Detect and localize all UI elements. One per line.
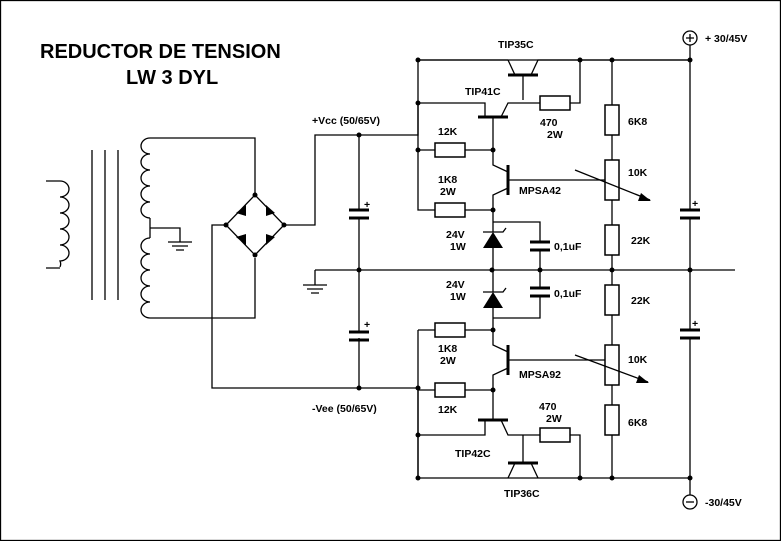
mpsa92-transistor: MPSA92: [492, 330, 605, 390]
svg-text:12K: 12K: [438, 404, 458, 416]
svg-text:+: +: [364, 199, 370, 211]
svg-text:1W: 1W: [450, 291, 466, 303]
title-line2: LW 3 DYL: [126, 67, 218, 89]
out-neg-label: -30/45V: [705, 497, 742, 509]
tip35c-transistor: TIP35C: [418, 39, 690, 100]
svg-text:470: 470: [539, 401, 557, 413]
svg-text:10K: 10K: [628, 167, 648, 179]
zener-bottom: 24V 1W: [446, 270, 507, 330]
tip41c-label: TIP41C: [465, 86, 501, 98]
capacitor-0-1uf-bottom: 0,1uF: [493, 270, 582, 319]
title-line1: REDUCTOR DE TENSION: [40, 41, 281, 63]
input-capacitor-bottom: +: [349, 319, 370, 342]
svg-text:0,1uF: 0,1uF: [554, 288, 582, 300]
tip41c-transistor: TIP41C: [418, 86, 523, 150]
tip35c-label: TIP35C: [498, 39, 534, 51]
resistor-12k-bottom: 12K: [418, 382, 493, 416]
svg-text:6K8: 6K8: [628, 417, 647, 429]
tip42c-label: TIP42C: [455, 448, 491, 460]
divider-top: 6K8 10K 22K: [574, 60, 651, 270]
svg-text:+: +: [692, 198, 698, 210]
resistor-1k8-top: 1K8 2W: [434, 174, 493, 218]
output-terminal-positive: + 30/45V: [682, 30, 747, 60]
svg-text:1K8: 1K8: [438, 343, 457, 355]
svg-text:1K8: 1K8: [438, 174, 457, 186]
svg-text:24V: 24V: [446, 229, 465, 241]
svg-text:2W: 2W: [546, 413, 562, 425]
vcc-label: +Vcc (50/65V): [312, 115, 380, 127]
input-capacitor-top: +: [349, 199, 370, 228]
svg-text:+: +: [692, 318, 698, 330]
vee-label: -Vee (50/65V): [312, 403, 377, 415]
capacitor-0-1uf-top: 0,1uF: [493, 221, 582, 270]
output-capacitor-bottom: +: [680, 270, 700, 478]
tip42c-transistor: TIP42C: [418, 390, 523, 460]
mpsa92-label: MPSA92: [519, 369, 561, 381]
svg-text:1W: 1W: [450, 241, 466, 253]
svg-text:470: 470: [540, 117, 558, 129]
mpsa42-label: MPSA42: [519, 185, 561, 197]
mpsa42-transistor: MPSA42: [492, 150, 605, 210]
output-capacitor-top: +: [680, 60, 700, 270]
output-terminal-negative: -30/45V: [682, 478, 742, 510]
transformer: [46, 137, 256, 319]
resistor-1k8-bottom: 1K8 2W: [418, 322, 493, 367]
divider-bottom: 22K 10K 6K8: [574, 270, 651, 478]
svg-text:10K: 10K: [628, 354, 648, 366]
svg-text:2W: 2W: [440, 186, 456, 198]
tip36c-transistor: TIP36C: [504, 435, 540, 500]
tip36c-label: TIP36C: [504, 488, 540, 500]
svg-text:22K: 22K: [631, 295, 651, 307]
resistor-470-top: 470 2W: [523, 60, 581, 141]
resistor-12k-top: 12K: [418, 126, 493, 158]
svg-text:24V: 24V: [446, 279, 465, 291]
bridge-rectifier: [211, 134, 359, 389]
svg-text:+: +: [364, 319, 370, 331]
svg-text:0,1uF: 0,1uF: [554, 241, 582, 253]
svg-text:2W: 2W: [547, 129, 563, 141]
svg-text:12K: 12K: [438, 126, 458, 138]
zener-top: 24V 1W: [446, 210, 507, 270]
svg-text:2W: 2W: [440, 355, 456, 367]
out-pos-label: + 30/45V: [705, 33, 747, 45]
svg-text:22K: 22K: [631, 235, 651, 247]
resistor-470-bottom: 470 2W: [523, 401, 581, 478]
svg-text:6K8: 6K8: [628, 116, 647, 128]
